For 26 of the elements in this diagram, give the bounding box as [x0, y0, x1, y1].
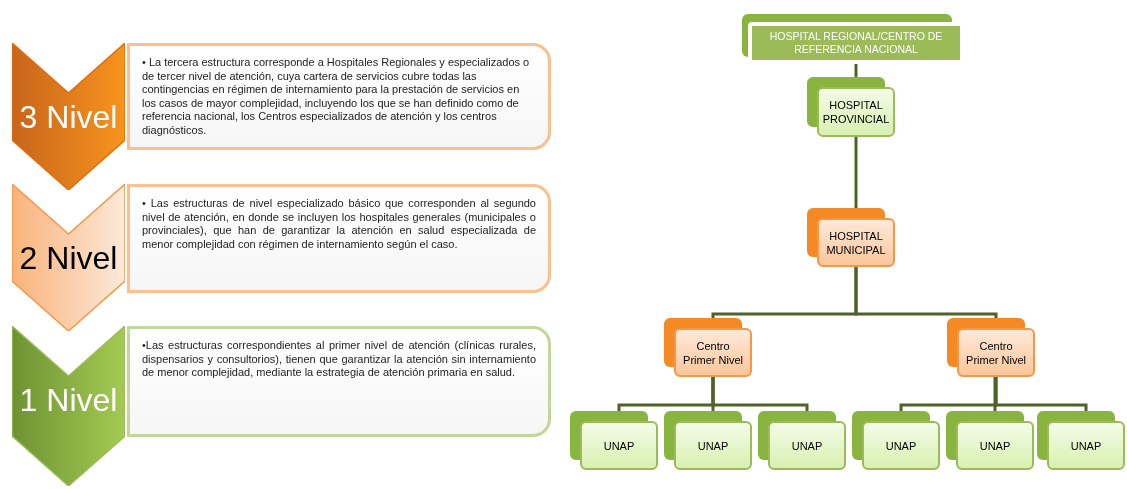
box-label: UNAP: [602, 438, 636, 453]
connector-line: [854, 267, 998, 318]
connector-line: [993, 377, 997, 411]
box-label: Centro Primer Nivel: [682, 338, 744, 367]
connector-line: [854, 64, 858, 77]
description-text: • La tercera estructura corresponde a Hospitales Regionales y especializados o de tercer nivel de atención, cuya cartera de servicios cubre todas las contingencias en régimen de internamiento para la prestación de servicios en los casos de mayor complejidad, incluyendo los que se han definido como de referencia nacional, los Centros especializados de atención y los centros diagnósticos.: [142, 56, 531, 137]
level-label: 3 Nivel: [18, 101, 119, 133]
description-box: [127, 184, 551, 293]
connector-line: [711, 377, 809, 411]
box-label: UNAP: [696, 438, 730, 453]
description-box: [127, 43, 551, 150]
box-label: UNAP: [1069, 438, 1103, 453]
box-label: HOSPITAL PROVINCIAL: [821, 98, 891, 126]
description-text: •Las estructuras correspondientes al primer nivel de atención (clínicas rurales, dispensarios y consultorios), tienen que garantizar la atención sin internamiento de menor complejidad, mediante la estrategia de atención primaria en salud.: [142, 339, 536, 380]
description-box: [127, 326, 551, 437]
box-label: HOSPITAL REGIONAL/CENTRO DE REFERENCIA NACIONAL: [768, 30, 944, 56]
connector-line: [854, 137, 858, 208]
connector-line: [994, 377, 1088, 411]
level-label: 1 Nivel: [18, 384, 119, 416]
description-text: • Las estructuras de nivel especializado básico que corresponden al segundo nivel de atención, en donde se incluyen los hospitales generales (municipales o provinciales), que han de garantizar la atención en salud especializada de menor complejidad con régimen de internamiento según el caso.: [142, 197, 536, 251]
level-label: 2 Nivel: [18, 242, 119, 274]
box-label: UNAP: [884, 438, 918, 453]
box-label: UNAP: [790, 438, 824, 453]
box-label: HOSPITAL MUNICIPAL: [825, 228, 887, 257]
box-label: Centro Primer Nivel: [965, 338, 1027, 367]
box-label: UNAP: [978, 438, 1012, 453]
